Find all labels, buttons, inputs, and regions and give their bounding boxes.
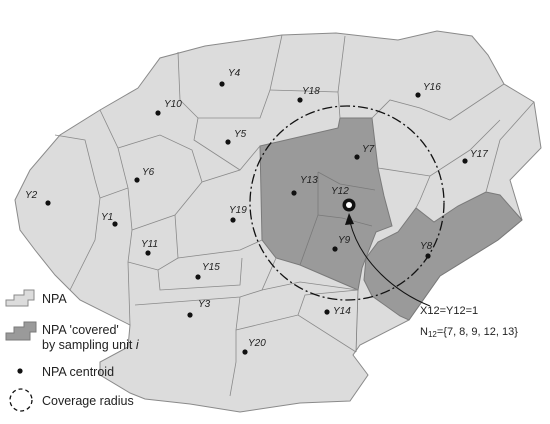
legend-coverage-radius-label: Coverage radius — [42, 394, 134, 408]
legend-centroid-label: NPA centroid — [42, 365, 114, 379]
centroid-dot-y20 — [242, 349, 248, 355]
centroid-label-y12: Y12 — [331, 186, 349, 197]
annotation-arrowhead — [345, 213, 354, 225]
annotation-line1: X12=Y12=1 — [420, 305, 478, 317]
legend-coverage-radius-icon — [9, 388, 33, 412]
centroid-label-y18: Y18 — [302, 86, 320, 97]
legend-covered-label-line2-text: by sampling unit — [42, 338, 136, 352]
centroid-dot-y5 — [225, 139, 231, 145]
legend-npa-swatch-icon — [5, 289, 35, 307]
annotation-line2-subscript: 12 — [428, 330, 437, 339]
centroid-label-y17: Y17 — [470, 149, 488, 160]
centroid-dot-y9 — [332, 246, 338, 252]
centroid-label-y6: Y6 — [142, 167, 155, 178]
centroid-dot-y2 — [45, 200, 51, 206]
sampling-unit-marker-center — [346, 202, 352, 208]
centroid-dot-y3 — [187, 312, 193, 318]
centroid-label-y14: Y14 — [333, 306, 351, 317]
legend-covered-label-line2-italic: i — [136, 338, 140, 352]
annotation-arrow-line — [349, 221, 431, 307]
centroid-label-y3: Y3 — [198, 299, 211, 310]
centroid-dot-y11 — [145, 250, 151, 256]
centroid-dot-y13 — [291, 190, 297, 196]
centroid-dot-y8 — [425, 253, 431, 259]
legend-covered-label-line2: by sampling unit i — [42, 338, 140, 352]
centroid-label-y11: Y11 — [141, 239, 158, 250]
centroid-label-y20: Y20 — [248, 338, 266, 349]
centroid-dot-y1 — [112, 221, 118, 227]
covered-subboundaries — [299, 171, 376, 353]
covered-npa-12-13-9-7 — [259, 117, 393, 291]
centroid-dot-y7 — [354, 154, 360, 160]
centroid-dot-y19 — [230, 217, 236, 223]
centroid-dot-y15 — [195, 274, 201, 280]
centroid-label-y16: Y16 — [423, 82, 441, 93]
centroid-label-y2: Y2 — [25, 190, 38, 201]
legend-centroid-icon — [17, 368, 23, 374]
legend-covered-label-line1: NPA 'covered' — [42, 323, 119, 337]
annotation-line2-suffix: ={7, 8, 9, 12, 13} — [437, 326, 518, 338]
npa-boundaries — [54, 34, 535, 397]
centroid-label-y19: Y19 — [229, 205, 247, 216]
centroid-label-y5: Y5 — [234, 129, 247, 140]
centroid-label-y8: Y8 — [420, 241, 433, 252]
centroid-label-y9: Y9 — [338, 235, 351, 246]
covered-npa-8 — [363, 191, 523, 321]
annotation-line2-prefix: N — [420, 326, 428, 338]
centroid-dot-y18 — [297, 97, 303, 103]
centroid-label-y4: Y4 — [228, 68, 241, 79]
centroid-dot-y17 — [462, 158, 468, 164]
centroid-dot-y14 — [324, 309, 330, 315]
coverage-radius-circle — [249, 105, 445, 301]
centroid-layer: Y1Y2Y3Y4Y5Y6Y7Y8Y9Y10Y11Y12Y13Y14Y15Y16Y… — [25, 68, 488, 355]
centroid-label-y15: Y15 — [202, 262, 220, 273]
legend: NPA NPA 'covered' by sampling unit i NPA… — [5, 289, 140, 412]
centroid-dot-y4 — [219, 81, 225, 87]
centroid-label-y7: Y7 — [362, 144, 375, 155]
legend-covered-swatch-icon — [5, 321, 37, 341]
centroid-label-y10: Y10 — [164, 99, 182, 110]
centroid-dot-y10 — [155, 110, 161, 116]
annotation-line2: N12={7, 8, 9, 12, 13} — [420, 326, 518, 339]
centroid-label-y13: Y13 — [300, 175, 318, 186]
centroid-dot-y6 — [134, 177, 140, 183]
legend-npa-label: NPA — [42, 292, 67, 306]
centroid-dot-y16 — [415, 92, 421, 98]
centroid-label-y1: Y1 — [101, 212, 113, 223]
